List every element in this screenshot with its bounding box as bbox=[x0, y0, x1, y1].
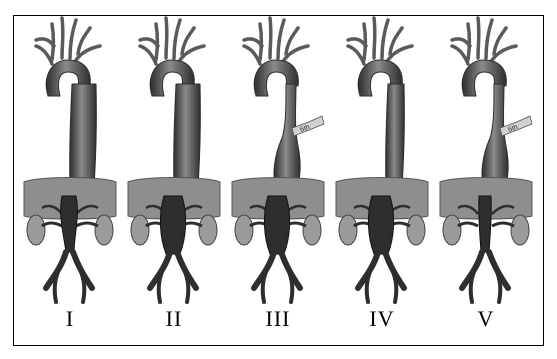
descending-aorta bbox=[70, 84, 97, 186]
branch-artery bbox=[70, 20, 76, 58]
internal-iliac-left bbox=[367, 272, 370, 302]
branch-artery bbox=[452, 46, 468, 64]
kidney-left bbox=[235, 215, 253, 245]
figure-frame: I II 6th III IV 6th V bbox=[13, 15, 544, 346]
renal-artery bbox=[42, 223, 62, 226]
branch-artery bbox=[270, 18, 271, 58]
aorta-illustration-type-i bbox=[18, 16, 122, 306]
aorta-illustration-type-iii: 6th bbox=[226, 16, 330, 306]
panel-type-v: 6th V bbox=[434, 16, 538, 347]
branch-artery bbox=[278, 20, 284, 58]
kidney-left bbox=[339, 215, 357, 245]
kidney-right bbox=[511, 215, 529, 245]
descending-aorta bbox=[482, 84, 508, 188]
branch-artery bbox=[244, 39, 262, 46]
internal-iliac-left bbox=[263, 272, 266, 302]
abdominal-aorta bbox=[264, 196, 289, 254]
aorta-illustration-type-v: 6th bbox=[434, 16, 538, 306]
renal-artery bbox=[76, 223, 98, 226]
type-label: V bbox=[434, 306, 538, 332]
branch-artery bbox=[140, 46, 156, 64]
panel-type-iii: 6th III bbox=[226, 16, 330, 347]
branch-artery bbox=[374, 18, 375, 58]
internal-iliac-left bbox=[159, 272, 162, 302]
descending-aorta bbox=[386, 84, 405, 186]
branch-artery bbox=[486, 20, 492, 58]
branch-artery bbox=[478, 18, 479, 58]
type-label: I bbox=[18, 306, 122, 332]
internal-iliac-right bbox=[289, 272, 292, 302]
type-label: II bbox=[122, 306, 226, 332]
branch-artery bbox=[166, 18, 167, 58]
branch-artery bbox=[140, 39, 158, 46]
branch-artery bbox=[36, 39, 54, 46]
descending-aorta bbox=[274, 84, 300, 188]
abdominal-aorta bbox=[160, 196, 185, 254]
internal-iliac-left bbox=[55, 272, 58, 302]
kidney-left bbox=[27, 215, 45, 245]
abdominal-aorta bbox=[61, 196, 78, 252]
panel-type-iv: IV bbox=[330, 16, 434, 347]
aorta-illustration-type-ii bbox=[122, 16, 226, 306]
branch-artery bbox=[452, 39, 470, 46]
internal-iliac-right bbox=[393, 272, 396, 302]
internal-iliac-right bbox=[497, 272, 500, 302]
type-label: III bbox=[226, 306, 330, 332]
panel-type-i: I bbox=[18, 16, 122, 347]
panel-type-ii: II bbox=[122, 16, 226, 347]
kidney-right bbox=[303, 215, 321, 245]
kidney-right bbox=[199, 215, 217, 245]
internal-iliac-right bbox=[81, 272, 84, 302]
abdominal-aorta bbox=[479, 196, 492, 252]
descending-aorta bbox=[174, 84, 201, 186]
branch-artery bbox=[348, 46, 364, 64]
aorta-illustration-type-iv bbox=[330, 16, 434, 306]
branch-artery bbox=[174, 20, 180, 58]
type-label: IV bbox=[330, 306, 434, 332]
branch-artery bbox=[382, 20, 388, 58]
renal-artery bbox=[492, 223, 514, 226]
renal-artery bbox=[458, 223, 478, 226]
kidney-left bbox=[443, 215, 461, 245]
internal-iliac-left bbox=[471, 272, 474, 302]
branch-artery bbox=[348, 39, 366, 46]
kidney-right bbox=[407, 215, 425, 245]
branch-artery bbox=[62, 18, 63, 58]
kidney-right bbox=[95, 215, 113, 245]
internal-iliac-right bbox=[185, 272, 188, 302]
kidney-left bbox=[131, 215, 149, 245]
branch-artery bbox=[36, 46, 52, 64]
abdominal-aorta bbox=[368, 196, 393, 254]
branch-artery bbox=[244, 46, 260, 64]
